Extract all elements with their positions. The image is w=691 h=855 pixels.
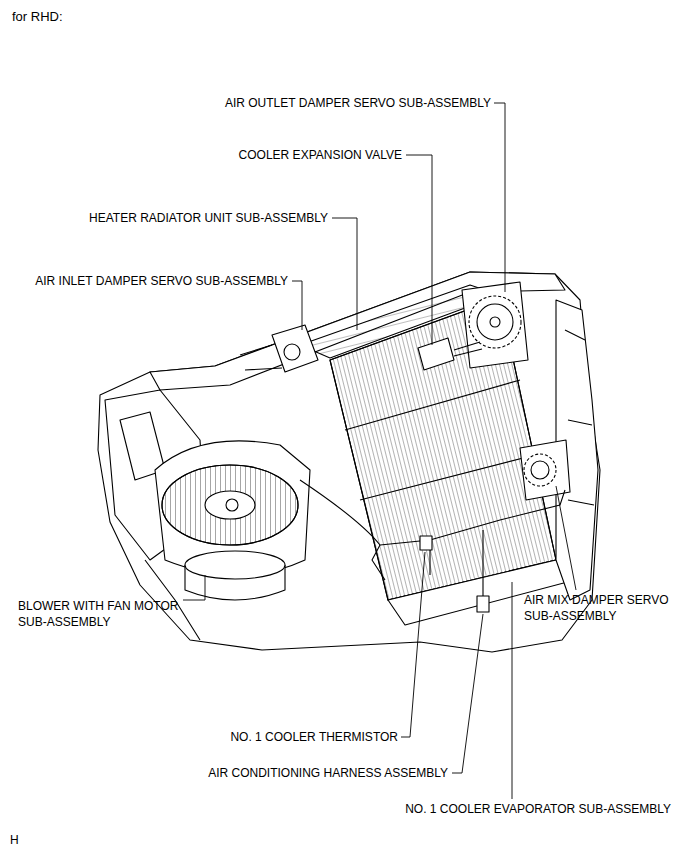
part-label: NO. 1 COOLER THERMISTOR (230, 729, 398, 745)
part-label: AIR MIX DAMPER SERVO SUB-ASSEMBLY (524, 592, 686, 624)
leader-lines (183, 103, 576, 799)
figure-heading: for RHD: (12, 9, 63, 25)
part-label: AIR INLET DAMPER SERVO SUB-ASSEMBLY (35, 273, 288, 289)
part-label: AIR CONDITIONING HARNESS ASSEMBLY (208, 765, 448, 781)
part-label: COOLER EXPANSION VALVE (239, 147, 402, 163)
figure-code: H (10, 832, 19, 848)
part-label: NO. 1 COOLER EVAPORATOR SUB-ASSEMBLY (405, 801, 671, 817)
part-label: BLOWER WITH FAN MOTOR SUB-ASSEMBLY (18, 598, 180, 630)
part-label: HEATER RADIATOR UNIT SUB-ASSEMBLY (89, 210, 328, 226)
part-label: AIR OUTLET DAMPER SERVO SUB-ASSEMBLY (225, 95, 491, 111)
